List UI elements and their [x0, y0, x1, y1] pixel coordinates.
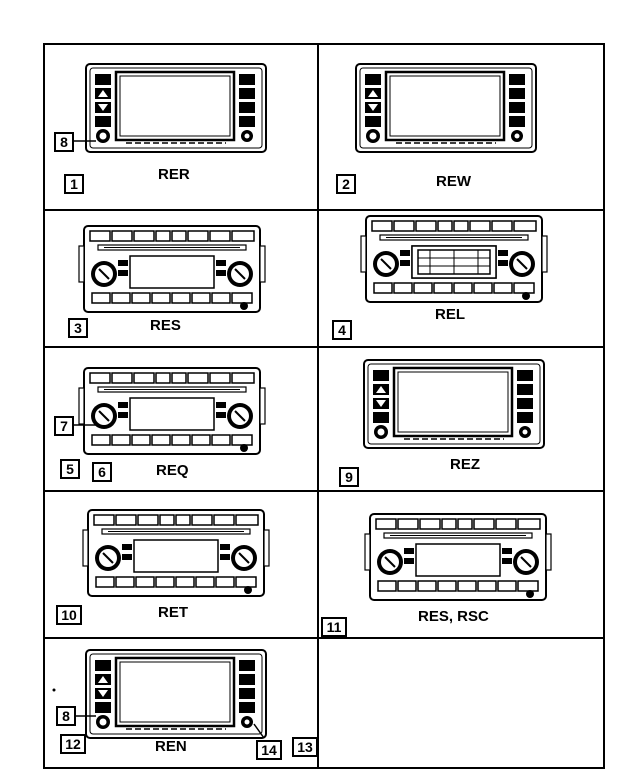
radio-unit-req — [78, 367, 266, 455]
radio-unit-ren — [84, 648, 268, 740]
callout-box-8-bottom: 8 — [56, 706, 76, 726]
radio-unit-rez — [362, 358, 546, 450]
index-box-5: 5 — [60, 459, 80, 479]
callout-box-7: 7 — [54, 416, 74, 436]
radio-unit-ret — [82, 509, 270, 597]
cell-label-rel: REL — [435, 306, 465, 323]
cell-label-rer: RER — [158, 166, 190, 183]
cell-label-rez: REZ — [450, 456, 480, 473]
index-box-14: 14 — [256, 740, 282, 760]
cell-label-rew: REW — [436, 173, 471, 190]
index-box-3: 3 — [68, 318, 88, 338]
cell-label-ret: RET — [158, 604, 188, 621]
index-box-4: 4 — [332, 320, 352, 340]
grid-frame — [43, 43, 605, 769]
index-box-10: 10 — [56, 605, 82, 625]
radio-unit-res-rsc — [364, 513, 552, 601]
leader-lines — [74, 140, 265, 739]
index-box-12: 12 — [60, 734, 86, 754]
index-box-13: 13 — [292, 737, 318, 757]
pointer-dot — [52, 688, 56, 692]
index-box-9: 9 — [339, 467, 359, 487]
index-box-2: 2 — [336, 174, 356, 194]
radio-unit-rew — [354, 62, 538, 154]
index-box-6: 6 — [92, 462, 112, 482]
cell-label-ren: REN — [155, 738, 187, 755]
callout-box-8-top: 8 — [54, 132, 74, 152]
index-box-1: 1 — [64, 174, 84, 194]
radio-unit-rel — [361, 216, 547, 302]
radio-unit-rer — [84, 62, 268, 154]
index-box-11: 11 — [321, 617, 347, 637]
cell-label-req: REQ — [156, 462, 189, 479]
cell-label-res: RES — [150, 317, 181, 334]
cell-label-res-rsc: RES, RSC — [418, 608, 489, 625]
radio-unit-res — [78, 225, 266, 313]
